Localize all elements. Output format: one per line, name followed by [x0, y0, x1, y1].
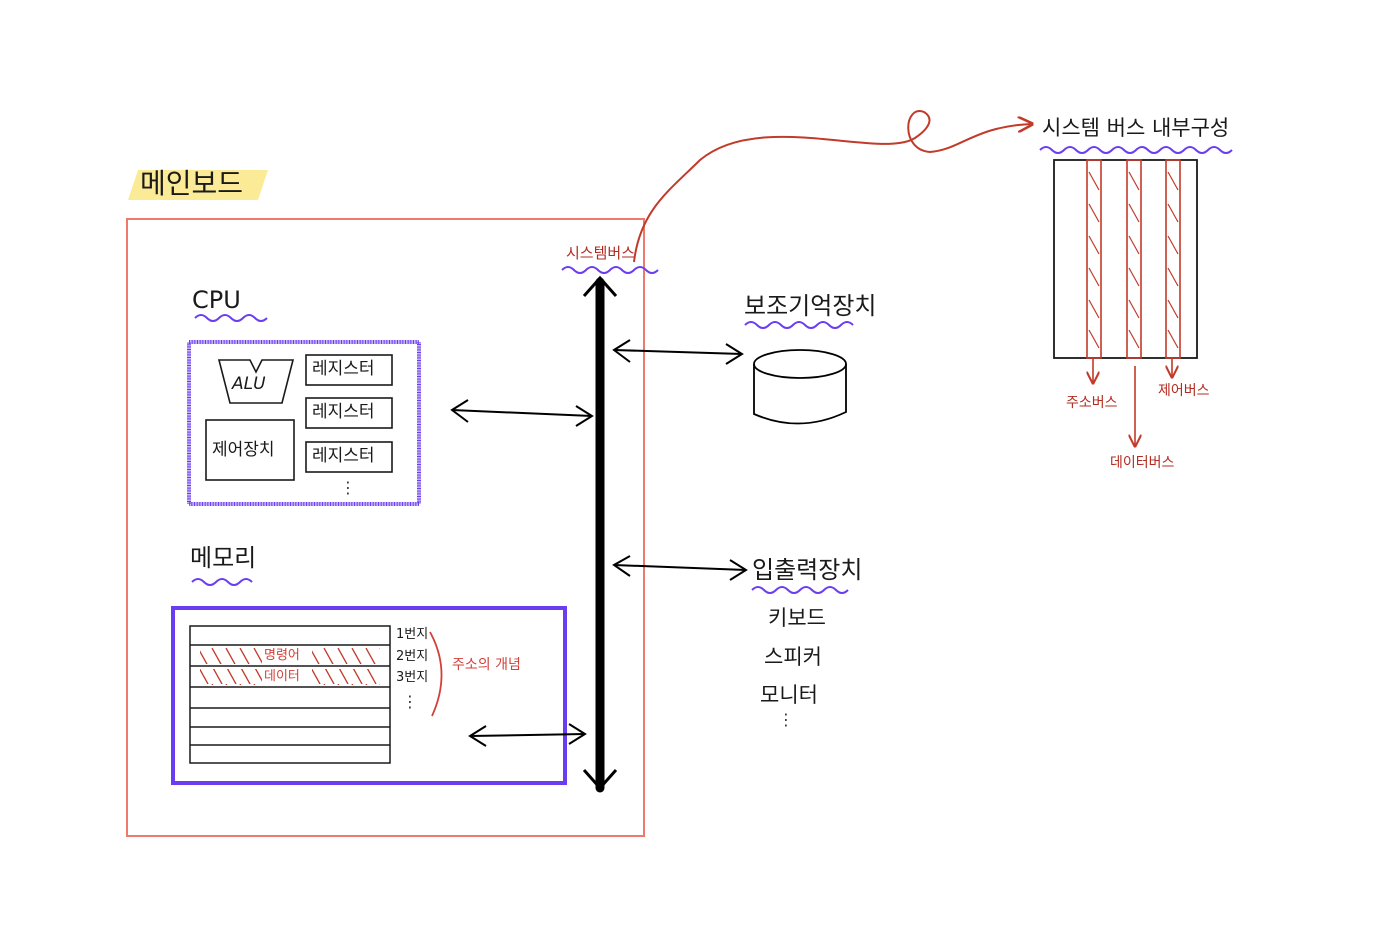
register-box-2 — [305, 397, 393, 429]
register-label-1: 레지스터 — [312, 359, 375, 379]
control-unit-label: 제어장치 — [212, 440, 275, 460]
memory-row-instruction: 명령어 — [264, 648, 300, 663]
cpu-bus-arrow — [450, 399, 594, 427]
register-label-2: 레지스터 — [312, 402, 375, 422]
address-concept-label: 주소의 개념 — [452, 657, 521, 673]
memory-underline — [191, 578, 253, 586]
system-bus-arrow-top — [582, 275, 618, 297]
memory-bus-arrow — [468, 723, 587, 747]
address-more-dots: ⋮ — [402, 692, 418, 711]
register-box-1 — [305, 354, 393, 386]
memory-box — [171, 606, 567, 785]
bus-lanes — [1086, 159, 1181, 359]
memory-row-data: 데이터 — [264, 669, 300, 684]
register-box-3 — [305, 441, 393, 473]
register-label-3: 레지스터 — [312, 446, 375, 466]
alu-shape — [217, 359, 295, 404]
address-bus-label: 주소버스 — [1066, 395, 1118, 411]
control-bus-label: 제어버스 — [1158, 383, 1210, 399]
memory-title: 메모리 — [190, 544, 257, 572]
io-bus-arrow — [612, 555, 748, 581]
secondary-storage-title: 보조기억장치 — [744, 292, 877, 320]
register-more-dots: ⋮ — [340, 478, 356, 497]
address-1: 1번지 — [396, 627, 429, 642]
bus-internal-title: 시스템 버스 내부구성 — [1042, 116, 1230, 140]
control-unit-box — [205, 419, 295, 481]
alu-label: ALU — [232, 374, 266, 394]
storage-bus-arrow — [612, 339, 744, 365]
io-underline — [751, 586, 849, 594]
io-more-dots: ⋮ — [778, 710, 794, 729]
data-bus-label: 데이터버스 — [1110, 455, 1175, 471]
io-item-monitor: 모니터 — [760, 683, 818, 707]
bus-internal-underline — [1039, 146, 1233, 154]
storage-cylinder — [753, 349, 847, 425]
bus-lane-hatches — [1088, 171, 1179, 349]
mainboard-title-highlight — [128, 170, 268, 200]
bus-internal-box — [1053, 159, 1198, 359]
io-devices-title: 입출력장치 — [752, 556, 863, 584]
cpu-box — [187, 340, 421, 506]
cpu-underline — [194, 314, 268, 322]
memory-table — [189, 625, 391, 764]
cpu-title: CPU — [192, 286, 241, 314]
io-item-speaker: 스피커 — [764, 645, 822, 669]
system-bus-arrow-bottom — [582, 769, 618, 791]
mainboard-title: 메인보드 — [140, 167, 244, 200]
storage-underline — [744, 321, 854, 329]
address-3: 3번지 — [396, 670, 429, 685]
system-bus-underline — [561, 266, 659, 274]
address-bracket — [429, 631, 443, 717]
system-bus-label: 시스템버스 — [566, 244, 636, 262]
mainboard-frame — [126, 218, 645, 837]
address-2: 2번지 — [396, 649, 429, 664]
io-item-keyboard: 키보드 — [768, 606, 826, 630]
system-bus-link-curve — [633, 110, 1032, 263]
